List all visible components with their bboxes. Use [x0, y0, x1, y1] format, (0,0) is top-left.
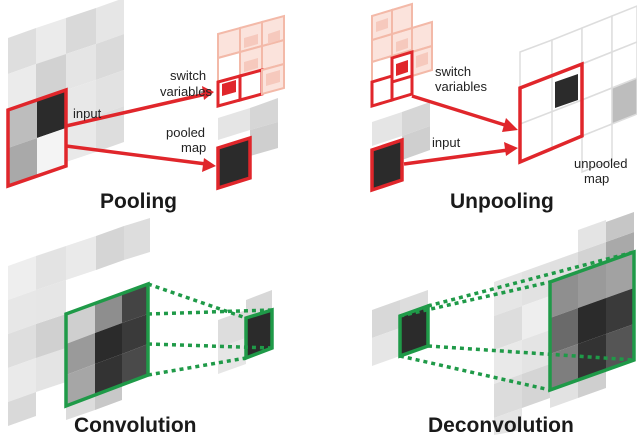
pooling-arrows	[65, 86, 216, 172]
unpooling-title: Unpooling	[450, 190, 554, 213]
pooling-switch-variables-grid	[216, 14, 285, 108]
unpooling-switch-variables-grid	[370, 2, 433, 109]
unpooling-switch-label-line1: switch	[435, 64, 471, 79]
unpooling-input-label: input	[432, 135, 461, 150]
pooling-pooled-label-line1: pooled	[166, 125, 205, 140]
pooling-input-label: input	[73, 106, 102, 121]
pooling-switch-label-line1: switch	[170, 68, 206, 83]
deconvolution-panel: Deconvolution	[372, 212, 636, 435]
unpooling-unpooled-label-line2: map	[584, 171, 609, 186]
pooling-switch-label-line2: variables	[160, 84, 213, 99]
deconvolution-output-grid	[494, 212, 636, 435]
convolution-output-grid	[218, 290, 274, 374]
convolution-title: Convolution	[74, 414, 196, 435]
unpooling-switch-label-line2: variables	[435, 79, 488, 94]
convolution-projection-lines	[147, 282, 273, 377]
deconvolution-title: Deconvolution	[428, 414, 574, 435]
pooling-panel: input switch variables pooled map Poolin…	[6, 0, 285, 213]
unpooling-panel: switch variables input unpooled map Unpo…	[370, 2, 637, 213]
unpooled-map-grid	[518, 5, 637, 174]
pooling-input-grid	[6, 0, 124, 189]
convolution-panel: Convolution	[8, 218, 274, 435]
unpooling-unpooled-label-line1: unpooled	[574, 156, 628, 171]
unpooling-arrows	[403, 94, 518, 166]
pooling-pooled-label-line2: map	[181, 140, 206, 155]
pooling-pooled-map-grid	[216, 98, 278, 191]
deconvolution-input-grid	[372, 290, 430, 366]
convolution-input-grid	[8, 218, 150, 426]
pooling-title: Pooling	[100, 190, 177, 213]
unpooling-input-grid	[370, 102, 430, 193]
deconvolution-projection-lines	[399, 250, 635, 392]
